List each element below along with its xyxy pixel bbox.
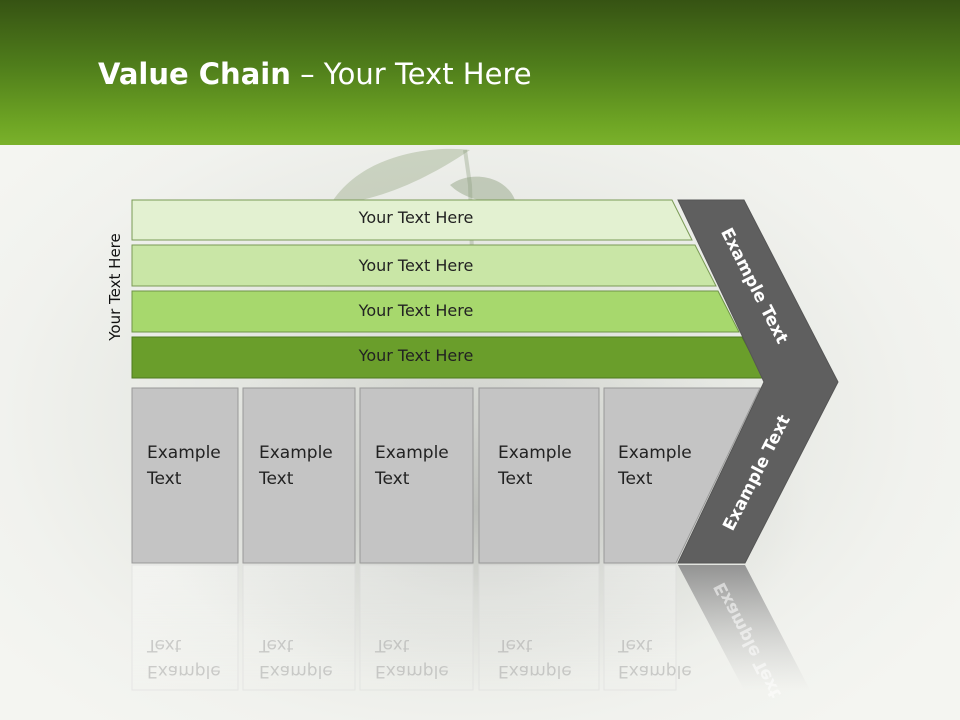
card-reflection-line2: Text <box>375 635 410 655</box>
card-label-line2: Text <box>147 469 182 489</box>
card-label-line1: Example <box>498 443 572 463</box>
card-3 <box>359 387 474 564</box>
card-label-line1: Example <box>259 443 333 463</box>
card-reflection <box>131 564 239 691</box>
title-rest: – Your Text Here <box>290 57 532 91</box>
bar-label-3: Your Text Here <box>358 301 474 320</box>
card-reflection <box>242 564 356 691</box>
card-reflection-line1: Example <box>259 661 333 681</box>
card-5 <box>603 387 761 564</box>
card-label-reflection: Example Text <box>259 632 333 684</box>
card-reflection-line2: Text <box>618 635 653 655</box>
card-label-reflection: Example Text <box>147 632 221 684</box>
title-bold: Value Chain <box>98 57 291 91</box>
bar-label-2: Your Text Here <box>358 256 474 275</box>
bar-2 <box>131 244 717 287</box>
card-2 <box>242 387 356 564</box>
card-label-line2: Text <box>498 469 533 489</box>
header-banner <box>0 0 960 145</box>
card-reflection-line1: Example <box>147 661 221 681</box>
chevron-reflection <box>678 565 810 690</box>
card-label-reflection: Example Text <box>498 632 572 684</box>
card-label-line1: Example <box>618 443 692 463</box>
card-reflection <box>603 564 677 691</box>
card-label-line2: Text <box>259 469 294 489</box>
card-label-line1: Example <box>147 443 221 463</box>
card-label-reflection: Example Text <box>375 632 449 684</box>
card-reflection-line1: Example <box>375 661 449 681</box>
card-label-reflection: Example Text <box>618 632 692 684</box>
card-label-4: Example Text <box>498 440 572 492</box>
card-reflection-line2: Text <box>147 635 182 655</box>
bar-1 <box>131 199 693 241</box>
card-label-2: Example Text <box>259 440 333 492</box>
chevron-arrow <box>677 199 839 564</box>
page-title: Value Chain – Your Text Here <box>98 54 532 94</box>
card-label-1: Example Text <box>147 440 221 492</box>
card-reflection <box>359 564 474 691</box>
card-label-line2: Text <box>375 469 410 489</box>
card-reflection-line2: Text <box>498 635 533 655</box>
card-reflection <box>478 564 600 691</box>
card-label-line2: Text <box>618 469 653 489</box>
card-label-5: Example Text <box>618 440 692 492</box>
card-label-3: Example Text <box>375 440 449 492</box>
card-4 <box>478 387 600 564</box>
bar-label-1: Your Text Here <box>358 208 474 227</box>
bar-3 <box>131 290 740 333</box>
card-1 <box>131 387 239 564</box>
card-reflection-line1: Example <box>498 661 572 681</box>
card-reflection-line2: Text <box>259 635 294 655</box>
bar-label-4: Your Text Here <box>358 346 474 365</box>
card-reflection-line1: Example <box>618 661 692 681</box>
card-label-line1: Example <box>375 443 449 463</box>
